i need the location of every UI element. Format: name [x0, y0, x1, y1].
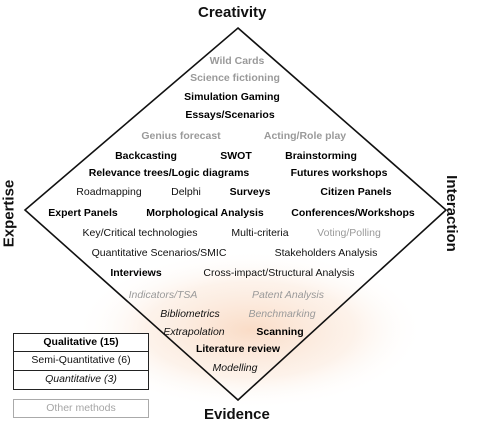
method-label: Wild Cards [209, 55, 265, 67]
method-label: Multi-criteria [231, 227, 289, 239]
legend-semi-quantitative: Semi-Quantitative (6) [13, 352, 149, 371]
method-label: Simulation Gaming [184, 91, 280, 103]
method-label: Futures workshops [290, 167, 388, 179]
method-label: Literature review [195, 343, 281, 355]
method-label: Backcasting [115, 150, 177, 162]
corner-label-right: Interaction [442, 175, 460, 252]
method-label: Conferences/Workshops [291, 207, 415, 219]
corner-label-top: Creativity [198, 4, 267, 21]
method-label: Voting/Polling [317, 227, 381, 239]
method-label: Bibliometrics [160, 308, 220, 320]
method-label: Morphological Analysis [146, 207, 264, 219]
method-label: Delphi [171, 186, 201, 198]
legend: Qualitative (15) Semi-Quantitative (6) Q… [13, 333, 149, 390]
method-label: Modelling [212, 362, 258, 374]
legend-qualitative: Qualitative (15) [13, 333, 149, 352]
corner-label-left: Expertise [0, 179, 18, 248]
method-label: Extrapolation [163, 326, 225, 338]
method-label: Acting/Role play [263, 130, 347, 142]
corner-label-bottom: Evidence [204, 406, 270, 423]
method-label: Expert Panels [48, 207, 118, 219]
method-label: Cross-impact/Structural Analysis [203, 267, 355, 279]
method-label: Brainstorming [285, 150, 357, 162]
diamond-outline [23, 26, 448, 402]
method-label: Key/Critical technologies [82, 227, 198, 239]
method-label: Interviews [110, 267, 162, 279]
evidence-glow [75, 250, 425, 410]
method-label: Science fictioning [190, 72, 280, 84]
method-label: Benchmarking [248, 308, 316, 320]
method-label: Patent Analysis [252, 289, 324, 301]
method-label: Stakeholders Analysis [274, 247, 378, 259]
method-label: Essays/Scenarios [185, 109, 275, 121]
method-label: Surveys [229, 186, 271, 198]
method-label: Indicators/TSA [128, 289, 198, 301]
method-label: Genius forecast [141, 130, 221, 142]
method-label: Relevance trees/Logic diagrams [88, 167, 250, 179]
method-label: Citizen Panels [320, 186, 392, 198]
method-label: SWOT [220, 150, 252, 162]
legend-other-methods: Other methods [13, 399, 149, 418]
method-label: Scanning [256, 326, 304, 338]
method-label: Roadmapping [76, 186, 142, 198]
legend-quantitative: Quantitative (3) [13, 371, 149, 390]
method-label: Quantitative Scenarios/SMIC [91, 247, 227, 259]
